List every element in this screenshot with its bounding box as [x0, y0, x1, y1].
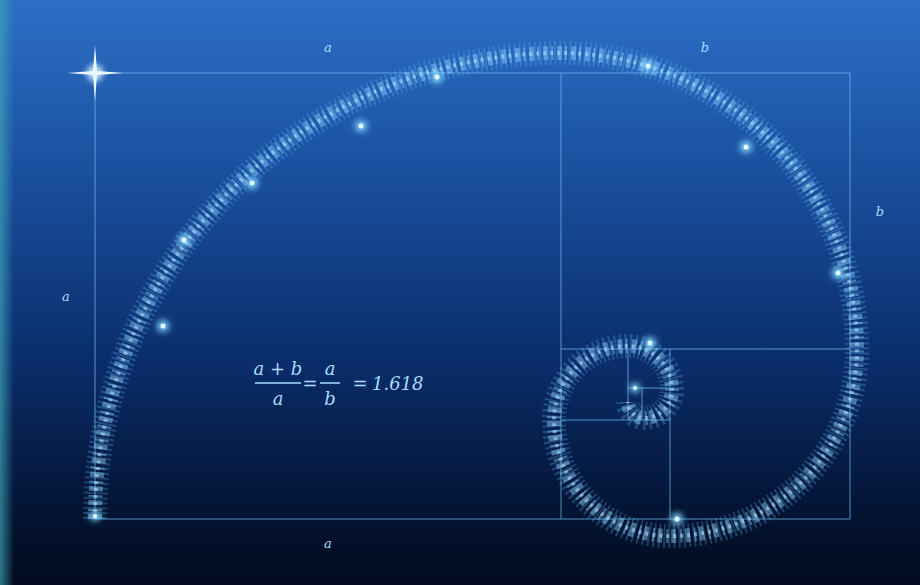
formula-value: 1.618	[372, 375, 424, 393]
fraction-bars	[255, 382, 340, 384]
glow-dots	[90, 60, 844, 525]
formula-term: a + b	[254, 360, 303, 378]
formula-sign: =	[352, 375, 367, 393]
side-label: a	[62, 290, 70, 303]
formula-term: b	[324, 390, 336, 408]
formula-term: a	[273, 390, 284, 408]
binary-spiral-band	[95, 53, 857, 536]
star-sparkle	[67, 45, 123, 101]
formula-term: a	[325, 360, 336, 378]
formula-sign: =	[302, 375, 317, 393]
golden-rectangles	[95, 73, 850, 519]
side-label: b	[701, 41, 709, 54]
side-label: a	[324, 537, 332, 550]
side-label: a	[324, 41, 332, 54]
side-label: b	[876, 205, 884, 218]
edge-tint	[0, 0, 14, 585]
